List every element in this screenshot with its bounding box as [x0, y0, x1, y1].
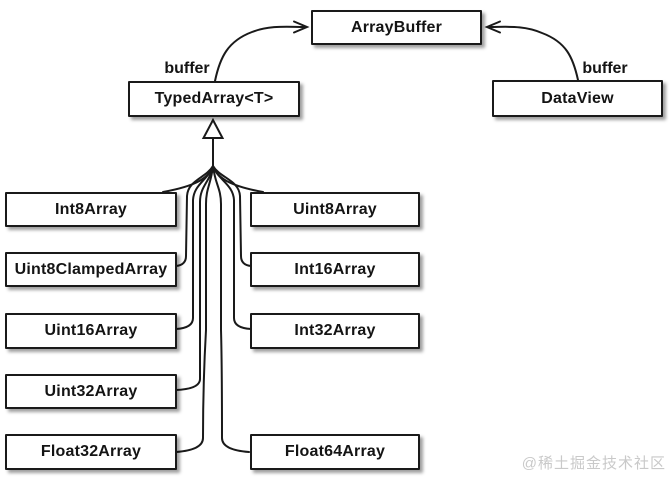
- arrowhead-right-icon: [293, 20, 310, 34]
- edge-label-buffer-right: buffer: [582, 60, 628, 77]
- node-uint32array-label: Uint32Array: [44, 382, 138, 400]
- node-dataview-label: DataView: [541, 89, 614, 107]
- connector-uint16array: [175, 165, 214, 330]
- node-uint16array-label: Uint16Array: [44, 322, 138, 339]
- connector-uint8clampedarray: [175, 165, 214, 267]
- connector-int16array: [212, 165, 252, 267]
- connector-float64array: [212, 165, 250, 453]
- node-uint8array: Uint8Array: [250, 192, 420, 227]
- connector-int32array: [212, 165, 252, 330]
- node-int8array-label: Int8Array: [54, 200, 128, 218]
- node-int16array: Int16Array: [250, 252, 420, 287]
- node-uint8clampedarray: Uint8ClampedArray: [5, 252, 177, 287]
- node-uint32array: Uint32Array: [5, 374, 177, 409]
- node-int32array: Int32Array: [250, 313, 420, 349]
- node-uint8clampedarray-label: Uint8ClampedArray: [14, 260, 168, 278]
- edge-typedarray-to-arraybuffer: [214, 25, 305, 82]
- inheritance-triangle-icon: [201, 117, 225, 139]
- node-arraybuffer-label: ArrayBuffer: [350, 18, 443, 36]
- edge-dataview-to-arraybuffer: [489, 25, 579, 81]
- node-typedarray: TypedArray<T>: [128, 81, 300, 117]
- node-int32array-label: Int32Array: [294, 322, 376, 339]
- node-dataview: DataView: [492, 80, 663, 117]
- arrowhead-left-icon: [484, 20, 501, 34]
- watermark-text: @稀土掘金技术社区: [521, 455, 666, 472]
- connector-float32array: [175, 165, 214, 453]
- node-float32array-label: Float32Array: [40, 443, 142, 460]
- node-uint16array: Uint16Array: [5, 313, 177, 349]
- node-float64array-label: Float64Array: [284, 443, 386, 460]
- node-int16array-label: Int16Array: [294, 260, 376, 278]
- node-uint8array-label: Uint8Array: [293, 200, 377, 218]
- edge-label-buffer-left: buffer: [164, 60, 210, 77]
- node-typedarray-label: TypedArray<T>: [154, 90, 274, 107]
- node-int8array: Int8Array: [5, 192, 177, 227]
- connector-uint32array: [175, 165, 214, 391]
- node-arraybuffer: ArrayBuffer: [311, 10, 482, 45]
- node-float64array: Float64Array: [250, 434, 420, 470]
- node-float32array: Float32Array: [5, 434, 177, 470]
